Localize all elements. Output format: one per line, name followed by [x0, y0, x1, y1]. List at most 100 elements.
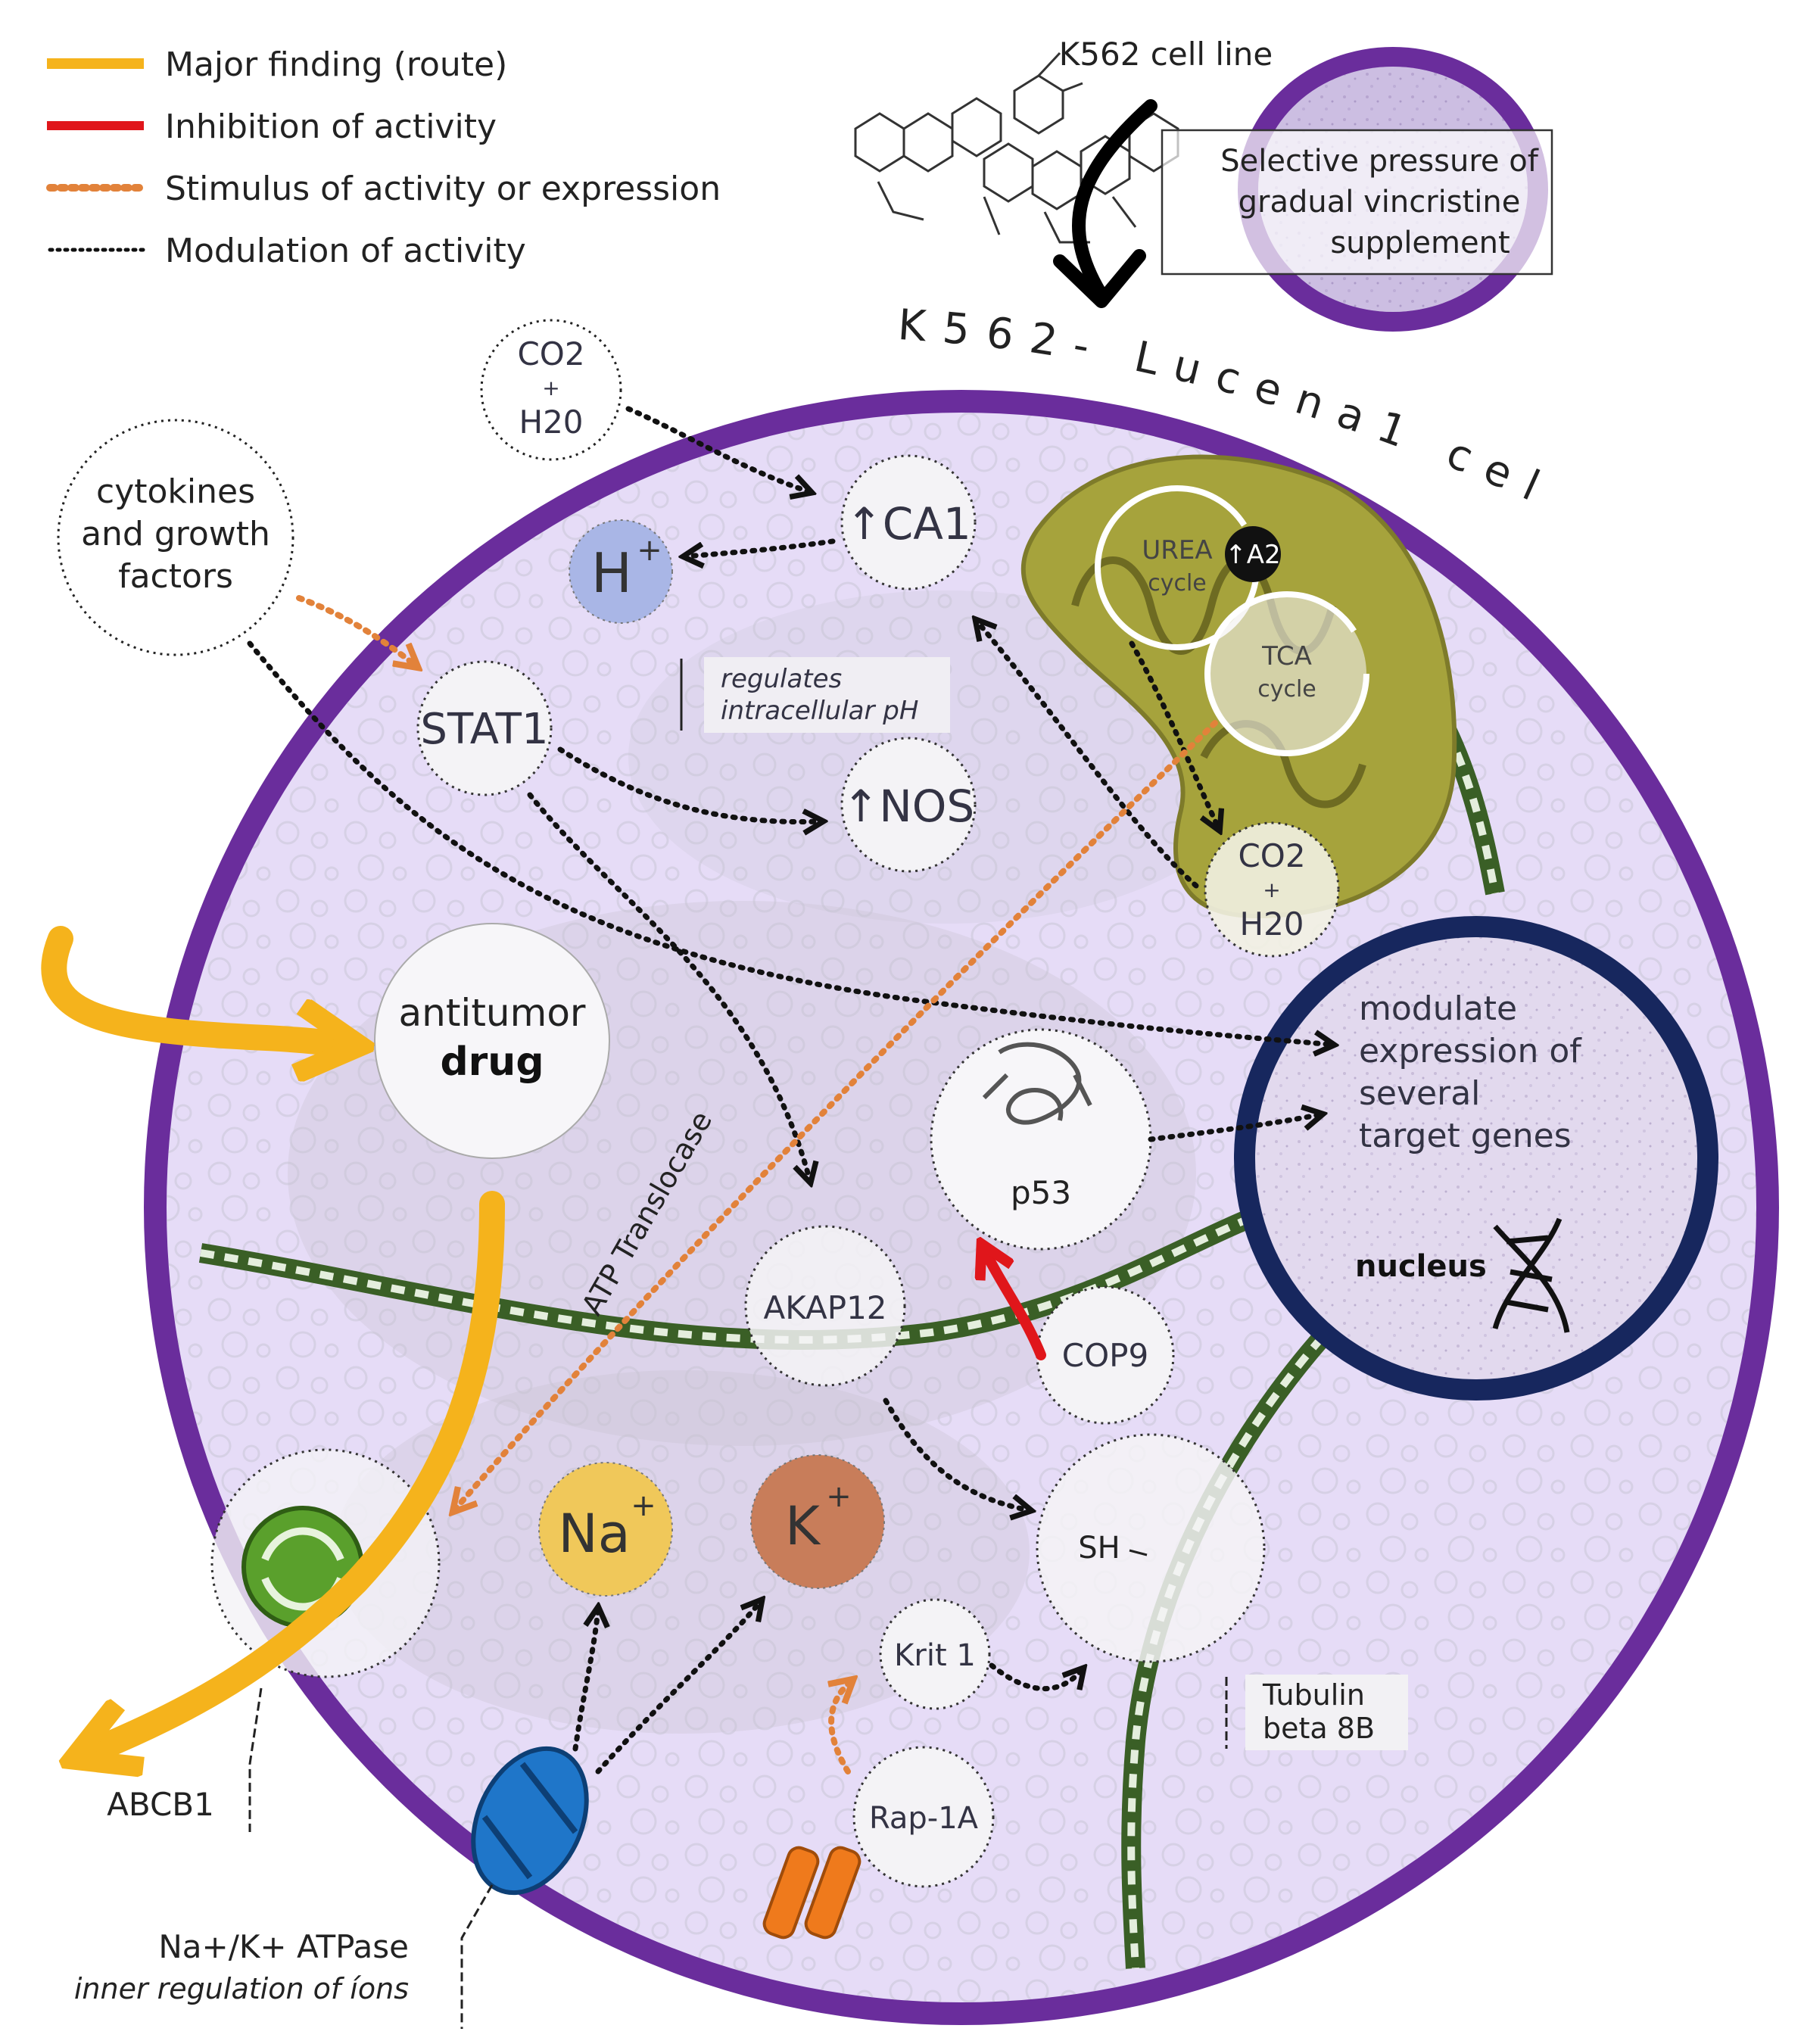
arrow-tca-to-co2mito — [1129, 640, 1219, 829]
krit1-node — [879, 1598, 991, 1710]
legend: Major finding (route) Inhibition of acti… — [46, 45, 721, 270]
arrow-atpase-to-na — [572, 1609, 598, 1752]
selective-pressure-line2: gradual vincristine — [1238, 185, 1521, 220]
arrow-tca-to-abcb1 — [454, 720, 1218, 1510]
arrow-cytokines-to-stat1 — [296, 595, 416, 666]
tubulin-line1: Tubulin — [1262, 1678, 1365, 1712]
sh-node — [1036, 1433, 1266, 1663]
arrow-krit-to-sh — [989, 1662, 1083, 1692]
h2o-top-label: H20 — [519, 404, 583, 441]
cytokines-line2: and growth — [81, 515, 270, 553]
arrow-p53-to-genes — [1148, 1114, 1321, 1142]
arrow-stat1-to-akap12 — [527, 792, 810, 1181]
k-ion-node — [750, 1454, 885, 1589]
krit1-label: Krit 1 — [894, 1638, 976, 1673]
na-k-atpase-icon — [471, 1746, 589, 1896]
regulates-ph-box — [704, 657, 950, 733]
tubulin-box — [1245, 1675, 1408, 1750]
urea-cycle-label: cycle — [1148, 570, 1207, 597]
co2-top-label: CO2 — [517, 335, 584, 372]
drug-entry-route — [41, 926, 333, 1043]
selective-pressure-line3: supplement — [1330, 226, 1510, 260]
legend-major-label: Major finding (route) — [165, 45, 507, 84]
cytokines-line3: factors — [118, 557, 233, 596]
cop9-node — [1036, 1285, 1175, 1425]
stat1-node — [416, 660, 553, 796]
urea-label: UREA — [1142, 535, 1212, 566]
regulates-line1: regulates — [721, 664, 842, 694]
cytokines-node — [57, 419, 294, 656]
p53-protein-icon — [982, 1042, 1092, 1125]
regulates-line2: intracellular pH — [721, 696, 918, 726]
a2-badge — [1225, 526, 1281, 582]
nucleus — [1234, 916, 1718, 1401]
ca1-node — [840, 454, 977, 590]
tca-label: TCA — [1261, 641, 1312, 671]
modulation-arrows — [247, 406, 1332, 1774]
plus-mito-label: + — [1263, 877, 1280, 902]
na-ion-sup: + — [631, 1488, 656, 1523]
h-ion-sup: + — [637, 533, 662, 568]
dna-icon — [1492, 1217, 1570, 1333]
antitumor-label: antitumor — [399, 991, 586, 1035]
akap12-label: AKAP12 — [763, 1289, 886, 1326]
drug-label: drug — [440, 1039, 544, 1085]
tca-cycle-label: cycle — [1257, 676, 1316, 703]
k562-to-lucena-arrow — [1072, 99, 1157, 302]
akap12-node — [744, 1225, 906, 1387]
co2-mito-label: CO2 — [1238, 837, 1305, 874]
sh-label: SH — [1078, 1531, 1120, 1566]
arrow-stat1-to-nos — [557, 746, 821, 822]
vincristine-structure-icon — [854, 51, 1179, 244]
arrow-akap12-to-sh — [883, 1397, 1030, 1510]
arrow-atpase-to-k — [595, 1601, 761, 1774]
h-ion-label: H — [591, 541, 632, 605]
tubulin-line2: beta 8B — [1263, 1712, 1375, 1745]
nucleus-label: nucleus — [1355, 1249, 1487, 1284]
nos-label: ↑NOS — [843, 781, 974, 832]
stimulus-arrows — [296, 595, 1218, 1774]
atpase-line1: Na+/K+ ATPase — [158, 1928, 409, 1965]
h-ion-node — [569, 519, 673, 624]
k-ion-sup: + — [826, 1479, 852, 1514]
ca1-label: ↑CA1 — [846, 498, 971, 550]
h2o-mito-label: H20 — [1239, 905, 1304, 943]
tca-cycle-ring — [1204, 591, 1369, 756]
k562-label: K562 cell line — [1059, 36, 1273, 73]
modulate-line3: several — [1359, 1074, 1480, 1113]
co2-h2o-mito-node — [1204, 821, 1340, 958]
drug-efflux-route — [98, 1191, 505, 1749]
selective-pressure-line1: Selective pressure of — [1220, 144, 1538, 179]
abcb1-label: ABCB1 — [107, 1786, 214, 1823]
modulate-line1: modulate — [1359, 989, 1517, 1028]
plus-top-label: + — [542, 375, 559, 400]
na-ion-label: Na — [558, 1503, 630, 1565]
modulate-line2: expression of — [1359, 1032, 1582, 1070]
p53-node — [930, 1028, 1152, 1251]
rap1a-receptor-icon — [762, 1846, 861, 1940]
arrow-rap-to-krit — [831, 1681, 852, 1774]
modulate-line4: target genes — [1359, 1117, 1572, 1155]
legend-stimulus-label: Stimulus of activity or expression — [165, 170, 721, 208]
cytokines-line1: cytokines — [96, 472, 255, 511]
sh-bond — [1129, 1549, 1148, 1556]
atpase-callout — [460, 1884, 494, 2029]
nos-node — [840, 737, 977, 873]
a2-label: ↑A2 — [1225, 540, 1280, 570]
k562-arrow-head — [1053, 249, 1146, 308]
rap1a-label: Rap-1A — [869, 1801, 979, 1836]
arrow-ca1-to-h — [685, 538, 836, 556]
rap1a-node — [852, 1746, 995, 1888]
arrow-cytokines-to-nucleus — [247, 640, 1332, 1045]
cop9-label: COP9 — [1062, 1337, 1148, 1374]
na-ion-node — [538, 1462, 673, 1597]
arrow-cop9-inhibits-p53 — [988, 1257, 1046, 1360]
legend-modulation-label: Modulation of activity — [165, 232, 526, 270]
abcb1-callout — [248, 1687, 263, 1832]
co2-h2o-top-node — [480, 319, 622, 461]
arrow-co2-to-ca1 — [625, 406, 810, 492]
legend-inhibition-label: Inhibition of activity — [165, 107, 497, 146]
p53-label: p53 — [1011, 1174, 1071, 1211]
k-ion-label: K — [785, 1495, 821, 1557]
